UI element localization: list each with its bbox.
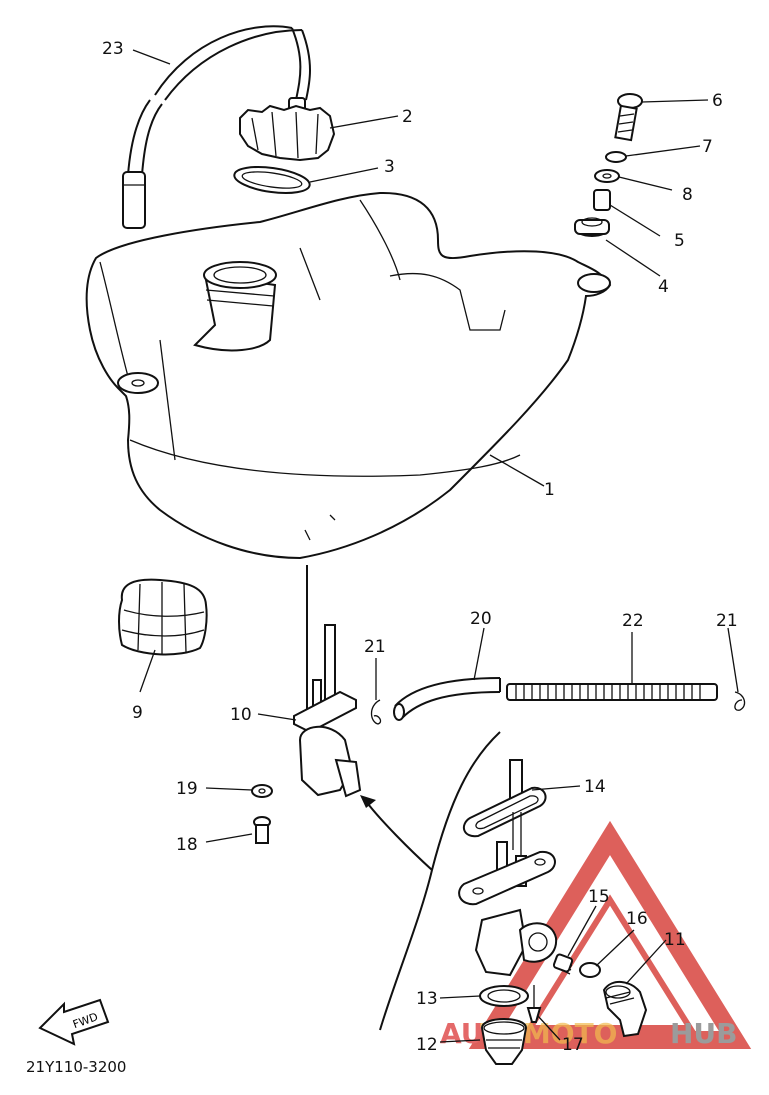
part-12-filter-cup	[480, 1018, 528, 1065]
callout-5: 5	[674, 231, 685, 251]
fwd-arrow: FWD	[38, 998, 110, 1046]
part-14-gasket	[462, 759, 547, 860]
part-16-o-ring	[579, 962, 601, 978]
callout-6: 6	[712, 91, 723, 111]
part-17-pin	[526, 985, 542, 1023]
part-18-screw	[253, 816, 271, 844]
arrow-icon	[360, 795, 376, 808]
fwd-arrow-icon	[38, 998, 110, 1046]
watermark-text-au: AU	[440, 1017, 484, 1050]
callout-2: 2	[402, 107, 413, 127]
part-15-spring	[552, 953, 574, 975]
part-13-seal	[479, 985, 529, 1007]
callout-7: 7	[702, 137, 713, 157]
callout-4: 4	[658, 277, 669, 297]
callout-10: 10	[230, 705, 252, 725]
callout-labels: 1 2 3 4 5 6 7 8 9 10 11 12 13 14 15 16 1…	[102, 39, 738, 1055]
callout-19: 19	[176, 779, 198, 799]
callout-22: 22	[622, 611, 644, 631]
callout-12: 12	[416, 1035, 438, 1055]
part-9-filter	[118, 578, 208, 656]
watermark-text-hub: HUB	[670, 1017, 738, 1050]
callout-20: 20	[470, 609, 492, 629]
part-21-clip-left	[370, 699, 382, 725]
callout-8: 8	[682, 185, 693, 205]
callout-16: 16	[626, 909, 648, 929]
part-6-bolt	[614, 93, 643, 142]
part-19-washer	[251, 784, 273, 798]
part-10-fuel-cock	[293, 565, 362, 798]
leader-lines	[132, 49, 739, 1043]
callout-1: 1	[544, 480, 555, 500]
part-8-washer	[594, 169, 620, 183]
callout-11: 11	[664, 930, 686, 950]
part-11-elbow	[602, 981, 648, 1038]
part-5-collar	[593, 189, 611, 211]
part-20-fuel-hose	[393, 677, 501, 721]
detail-inset-fuel-cock	[360, 731, 648, 1065]
part-23-breather-hose	[122, 25, 311, 229]
callout-21-right: 21	[716, 611, 738, 631]
callout-17: 17	[562, 1035, 584, 1055]
callout-21-left: 21	[364, 637, 386, 657]
diagram-code: 21Y110-3200	[26, 1058, 126, 1076]
callout-14: 14	[584, 777, 606, 797]
callout-13: 13	[416, 989, 438, 1009]
part-22-hose-protector	[506, 683, 718, 701]
callout-9: 9	[132, 703, 143, 723]
callout-23: 23	[102, 39, 124, 59]
part-4-damper	[574, 217, 610, 237]
callout-18: 18	[176, 835, 198, 855]
callout-15: 15	[588, 887, 610, 907]
part-2-fuel-cap	[239, 97, 336, 162]
part-7-spring-washer	[605, 151, 627, 163]
part-21-clip-right	[734, 691, 746, 711]
callout-3: 3	[384, 157, 395, 177]
fuel-cock-body-inset	[458, 841, 558, 977]
part-3-cap-gasket	[233, 165, 311, 195]
part-1-fuel-tank	[85, 191, 612, 560]
